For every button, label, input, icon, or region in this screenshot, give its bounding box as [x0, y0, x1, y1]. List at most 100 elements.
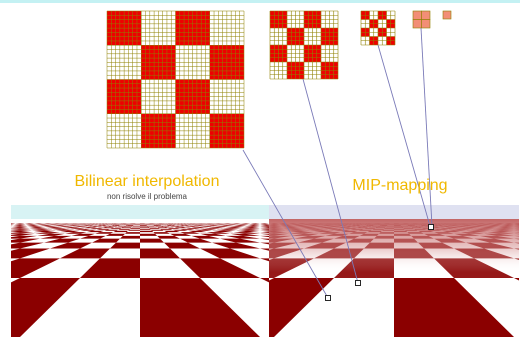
floor-tile: [40, 235, 72, 239]
callout-level-3: [420, 27, 433, 227]
floor-tile: [150, 229, 164, 231]
floor-tile: [92, 238, 120, 243]
floor-tile: [44, 238, 80, 243]
floor-tile: [220, 238, 260, 243]
floor-tile: [220, 228, 239, 230]
floor-tile: [47, 227, 63, 229]
floor-tile: [140, 227, 150, 229]
floor-tile: [29, 227, 46, 229]
floor-tile: [80, 235, 106, 239]
floor-tile: [196, 226, 209, 228]
floor-tile: [11, 228, 30, 229]
floor-tile: [191, 227, 205, 229]
floor-tile: [11, 227, 12, 228]
floor-tile: [110, 228, 122, 229]
floor-tile: [118, 228, 130, 230]
floor-tile: [212, 226, 226, 228]
floor-tile: [260, 226, 269, 228]
sky-area: [11, 205, 519, 219]
floor-tile: [206, 232, 230, 234]
floor-tile: [11, 238, 40, 243]
floor-bilinear-render: [11, 219, 269, 337]
floor-tile: [167, 228, 180, 229]
mip-level-4-texel: [442, 10, 452, 20]
floor-tile: [90, 228, 104, 229]
floor-tile: [52, 228, 70, 230]
floor-tile: [223, 228, 240, 229]
sky-right: [269, 205, 519, 219]
floor-tile: [241, 228, 260, 229]
floor-tile: [260, 258, 269, 262]
floor-tile: [11, 258, 60, 278]
floor-tile: [180, 258, 260, 278]
callout-level-1: [302, 78, 359, 284]
floor-tile: [140, 248, 180, 259]
floor-tile: [104, 229, 119, 231]
floor-tile: [110, 242, 140, 249]
floor-plane: [269, 219, 519, 337]
floor-tile: [97, 226, 108, 228]
floor-tile: [225, 235, 260, 239]
floor-tile: [153, 232, 170, 234]
floor-tile: [148, 226, 158, 228]
floor-tile: [233, 232, 260, 234]
floor-tile: [11, 242, 44, 249]
floor-tile: [11, 228, 30, 230]
floor-tile: [128, 229, 140, 231]
floor-tile: [200, 248, 260, 259]
floor-tile: [188, 230, 207, 233]
floor-tile: [174, 227, 187, 229]
floor-tile: [260, 228, 269, 229]
floor-tile: [114, 226, 124, 228]
floor-tile: [140, 228, 151, 230]
floor-tile: [260, 229, 269, 231]
floor-tile: [37, 233, 65, 236]
floor-tile: [30, 228, 48, 229]
mip-pyramid: [106, 10, 452, 149]
floor-plane: [11, 219, 269, 337]
floor-tile: [74, 228, 90, 230]
floor-mip-blur: [269, 219, 519, 337]
floor-tile: [186, 228, 200, 229]
floor-tile: [260, 228, 269, 230]
floor-tile: [238, 229, 260, 231]
floor-tile: [140, 278, 260, 337]
mip-level-4: [442, 10, 452, 20]
floor-tile: [130, 228, 140, 229]
floor-tile: [180, 232, 200, 234]
floor-tile: [208, 227, 224, 229]
floor-tile: [103, 227, 115, 229]
floor-tile: [260, 232, 269, 234]
floor-tile: [30, 228, 50, 230]
floor-tile: [50, 228, 67, 229]
floor-tile: [140, 233, 158, 236]
floor-tile: [164, 242, 200, 249]
floor-tile: [105, 233, 125, 236]
floor-tile: [260, 230, 269, 232]
floor-tile: [60, 248, 110, 259]
floor-tile: [200, 233, 226, 236]
floor-tile: [80, 258, 140, 278]
floor-tile: [11, 248, 50, 259]
floor-tile: [11, 226, 28, 228]
floor-tile: [96, 228, 110, 230]
floor-tile: [180, 228, 195, 230]
floor-tile: [149, 228, 160, 229]
floor-tile: [164, 226, 175, 228]
floor-tile: [160, 228, 173, 230]
floor-tile: [66, 227, 80, 229]
floor-tile: [131, 226, 140, 228]
floor-tile: [11, 226, 12, 227]
floor-tile: [230, 233, 260, 236]
floor-tile: [260, 235, 269, 238]
floor-tile: [121, 227, 132, 229]
floor-tile: [86, 230, 104, 233]
bilinear-subtitle: non risolve il problema: [107, 192, 188, 201]
floor-tile: [157, 227, 168, 229]
floor-tile: [212, 230, 234, 233]
floor-tile: [28, 226, 44, 228]
sky-left: [11, 205, 269, 219]
mip-level-3: [412, 10, 431, 29]
mip-level-0: [106, 10, 245, 149]
